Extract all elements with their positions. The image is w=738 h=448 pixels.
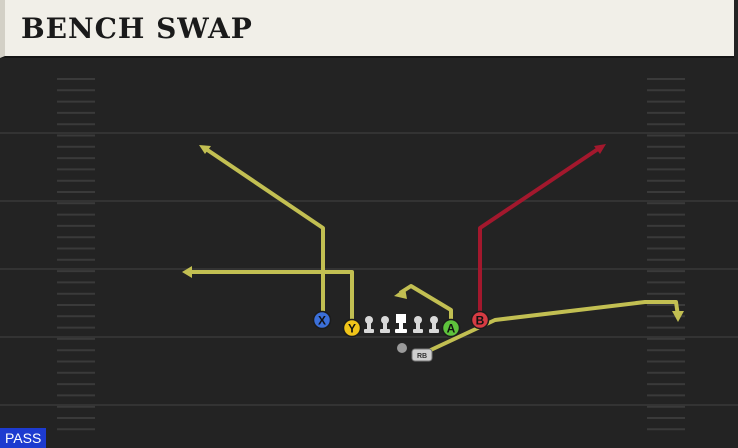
route-a <box>398 284 453 326</box>
player-x-label: X <box>318 314 326 328</box>
lineman-icon <box>380 316 390 333</box>
route-x-arrow <box>199 145 211 154</box>
title-bar: BENCH SWAP <box>0 0 734 58</box>
route-rb <box>419 300 680 357</box>
player-x: X <box>312 310 332 330</box>
player-a-label: A <box>447 322 456 336</box>
route-x <box>201 145 325 318</box>
route-b-arrow <box>594 144 606 154</box>
routes <box>182 144 684 357</box>
route-rb-arrow <box>672 311 684 322</box>
player-rb-label: RB <box>417 353 427 360</box>
player-b-label: B <box>476 314 485 328</box>
offensive-line <box>364 314 439 333</box>
quarterback-marker <box>397 343 407 353</box>
play-title: BENCH SWAP <box>21 12 253 45</box>
yard-lines <box>0 132 738 406</box>
player-b: B <box>470 310 490 330</box>
player-a: A <box>441 318 461 338</box>
route-b <box>478 145 603 318</box>
play-type-badge: PASS <box>0 428 47 448</box>
play-field: RB X Y A B <box>0 78 738 431</box>
lineman-icon <box>413 316 423 333</box>
lineman-icon <box>364 316 374 333</box>
hash-marks <box>57 78 685 431</box>
player-y: Y <box>342 318 362 338</box>
player-y-label: Y <box>348 322 356 336</box>
player-rb: RB <box>411 348 433 362</box>
route-a-arrow <box>394 288 407 299</box>
center-icon <box>395 314 407 333</box>
route-y-arrow <box>182 266 192 278</box>
lineman-icon <box>429 316 439 333</box>
route-y <box>187 270 354 326</box>
